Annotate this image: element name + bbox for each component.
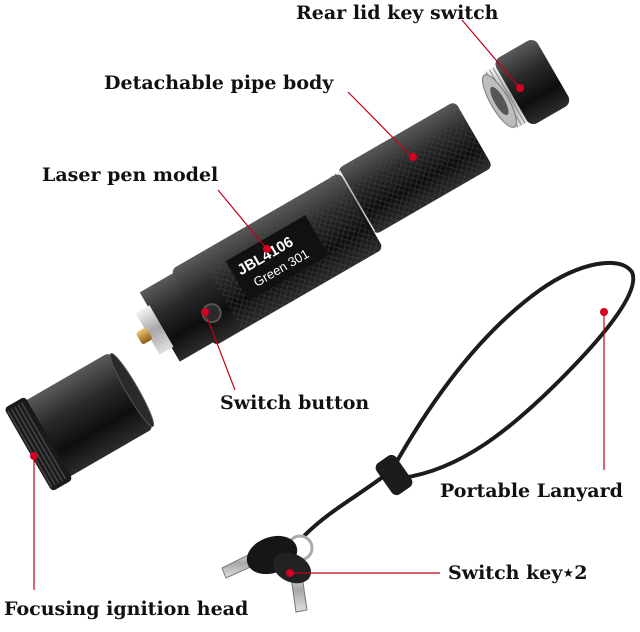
laser-main-body: JBL4106 Green 301 — [135, 173, 382, 362]
lanyard — [303, 260, 636, 537]
label-focusing-ignition-head: Focusing ignition head — [4, 598, 249, 620]
label-portable-lanyard: Portable Lanyard — [440, 480, 623, 502]
callout-dots — [30, 84, 608, 577]
switch-keys — [221, 534, 314, 613]
focusing-head-cap — [5, 353, 155, 491]
label-laser-pen-model: Laser pen model — [42, 164, 219, 186]
rear-lid-cap — [482, 40, 570, 129]
label-switch-key: Switch key⋆2 — [448, 562, 588, 584]
label-switch-button: Switch button — [220, 392, 370, 414]
callout-lines — [33, 19, 605, 590]
label-rear-lid-key-switch: Rear lid key switch — [296, 2, 499, 24]
brass-tip — [136, 328, 152, 344]
label-detachable-pipe-body: Detachable pipe body — [104, 72, 334, 94]
